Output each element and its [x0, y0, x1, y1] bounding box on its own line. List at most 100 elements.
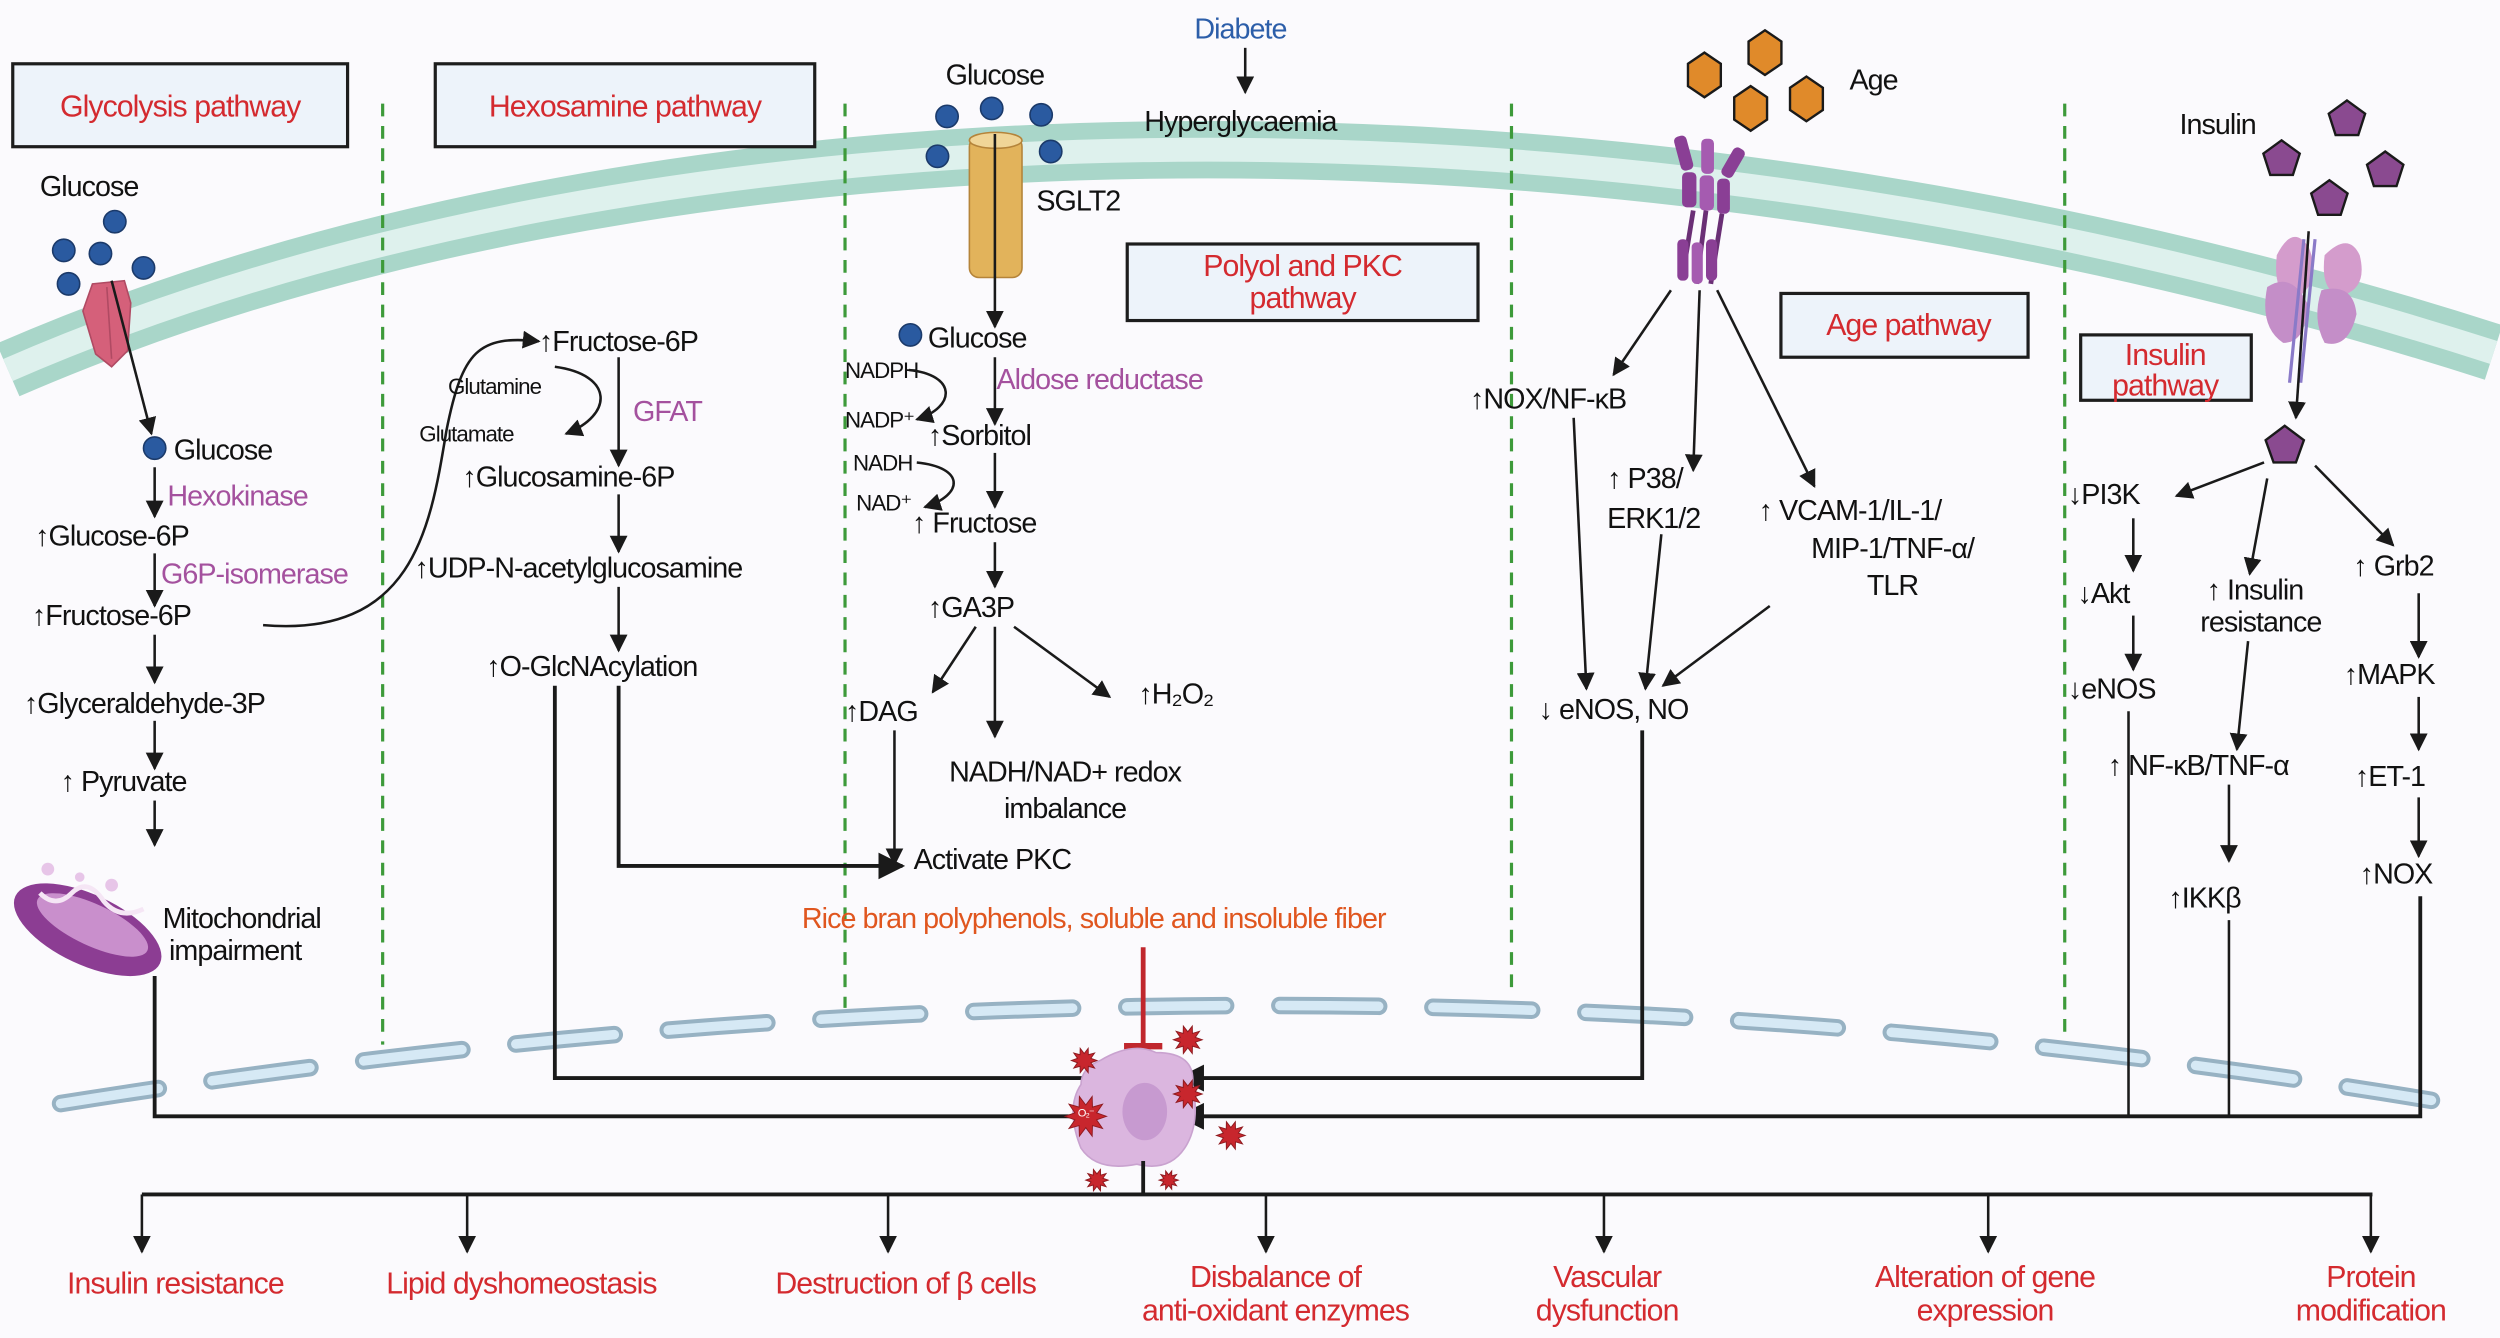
vcam-label-line3: TLR — [1867, 570, 1919, 602]
glucose-icon — [898, 322, 923, 347]
glycolysis-title: Glycolysis pathway — [60, 90, 302, 123]
connector-line — [1177, 896, 2423, 1130]
outcome-label-line1: Vascular — [1553, 1261, 1662, 1294]
polyol-title-line1: Polyol and PKC — [1203, 250, 1402, 283]
ros-star-icon — [1070, 1047, 1099, 1074]
glucose-outside-label: Glucose — [40, 171, 139, 203]
p38-label-line1: ↑ P38/ — [1607, 463, 1684, 495]
mitochondrial-label-line1: Mitochondrial — [163, 903, 321, 935]
connector-line — [152, 975, 1113, 1130]
arrow — [931, 626, 977, 694]
mapk-label: ↑MAPK — [2344, 659, 2436, 691]
nox-label: ↑NOX — [2360, 858, 2433, 890]
pyruvate-label: ↑ Pyruvate — [61, 766, 187, 798]
glutamate-label: Glutamate — [419, 422, 514, 447]
outcome-label-line1: Protein — [2326, 1261, 2415, 1294]
redox-label-line1: NADH/NAD+ redox — [949, 756, 1183, 788]
glucosamine-6p-label: ↑Glucosamine-6P — [462, 461, 674, 493]
ros-star-icon — [1215, 1120, 1247, 1151]
nad-label: NAD⁺ — [856, 490, 911, 515]
diabete-label: Diabete — [1194, 13, 1286, 45]
polyol-pathway-box: Polyol and PKC pathway — [1125, 242, 1480, 323]
age-pathway-box: Age pathway — [1779, 291, 2030, 359]
enos-no-label: ↓ eNOS, NO — [1539, 694, 1689, 726]
arrow — [908, 368, 947, 424]
rage-receptor-icon — [1674, 135, 1745, 285]
pi3k-label: ↓PI3K — [2068, 479, 2141, 511]
fructose-label: ↑ Fructose — [912, 508, 1036, 540]
hex-fructose-6p-label: ↑Fructose-6P — [539, 326, 698, 358]
ros-star-icon — [1172, 1078, 1204, 1110]
ros-label: O₂⁻ — [1078, 1107, 1095, 1119]
insulin-molecule-icon — [2365, 150, 2405, 188]
age-title: Age pathway — [1826, 309, 1992, 342]
insulin-molecule-icon — [2309, 178, 2349, 217]
arrow — [2174, 461, 2265, 499]
nox-nfkb-label: ↑NOX/NF-κB — [1470, 383, 1626, 415]
age-molecules-icon — [1686, 28, 1825, 133]
nuclear-membrane — [51, 996, 2441, 1113]
arrow — [2288, 231, 2310, 420]
insulin-title-line1: Insulin — [2125, 339, 2206, 372]
sorbitol-label: ↑Sorbitol — [928, 420, 1031, 452]
glucose-molecules-icon — [51, 209, 156, 296]
ros-stars — [1063, 1024, 1247, 1193]
age-label: Age — [1849, 64, 1897, 96]
et1-label: ↑ET-1 — [2355, 761, 2425, 793]
grb2-label: ↑ Grb2 — [2353, 551, 2433, 583]
arrow — [1612, 289, 1672, 377]
sglt2-label: SGLT2 — [1036, 186, 1120, 218]
age-molecule-icon — [1686, 51, 1723, 99]
hyperglycaemia-label: Hyperglycaemia — [1144, 106, 1337, 138]
arrow — [1638, 534, 1663, 691]
age-molecule-icon — [1733, 84, 1769, 133]
insulin-molecules-icon — [2261, 98, 2405, 217]
inhibition-icon — [1124, 947, 1163, 1050]
outcome-label-line2: dysfunction — [1536, 1294, 1679, 1327]
arrow — [2243, 478, 2269, 576]
connector-line — [552, 685, 1113, 1092]
insulin-molecule-icon — [2327, 98, 2367, 137]
connector-line — [1177, 730, 1645, 1092]
ros-star-icon — [1084, 1168, 1110, 1193]
insulin-pathway-box: Insulin pathway — [2079, 333, 2253, 403]
gfat-label: GFAT — [633, 396, 702, 428]
glucose-6p-label: ↑Glucose-6P — [35, 520, 189, 552]
arrow — [1661, 604, 1771, 687]
arrow — [1716, 289, 1816, 489]
vcam-label-line1: ↑ VCAM-1/IL-1/ — [1759, 495, 1943, 527]
glyceraldehyde-3p-label: ↑Glyceraldehyde-3P — [24, 688, 265, 720]
age-molecule-icon — [1788, 75, 1825, 123]
insulin-label: Insulin — [2180, 109, 2256, 141]
nadph-label: NADPH — [845, 358, 918, 383]
nadh-label: NADH — [853, 450, 912, 475]
arrow — [1684, 290, 1703, 473]
aldose-reductase-label: Aldose reductase — [996, 364, 1202, 396]
insulin-receptor-icon — [2265, 236, 2362, 383]
insulin-title-line2: pathway — [2112, 369, 2220, 402]
h2o2-label: ↑H₂O₂ — [1138, 678, 1213, 710]
nadp-label: NADP⁺ — [845, 407, 914, 432]
arrow — [916, 461, 955, 511]
outcome-label-line1: Lipid dyshomeostasis — [386, 1267, 657, 1300]
arrow — [1572, 417, 1595, 691]
dag-label: ↑DAG — [845, 696, 918, 728]
connector-line — [616, 685, 906, 880]
hexosamine-pathway-box: Hexosamine pathway — [433, 62, 817, 149]
cell-membrane — [0, 121, 2500, 397]
glutamine-label: Glutamine — [448, 374, 542, 399]
insulin-molecule-icon — [2264, 424, 2306, 464]
arrow — [262, 330, 541, 628]
glucose-transporter-icon — [82, 279, 132, 368]
redox-label-line2: imbalance — [1004, 793, 1126, 825]
glucose-top-label: Glucose — [946, 60, 1045, 92]
akt-label: ↓Akt — [2077, 578, 2130, 610]
fructose-6p-label: ↑Fructose-6P — [32, 600, 191, 632]
age-molecule-icon — [1747, 28, 1783, 77]
mitochondrion-icon — [13, 862, 162, 977]
hexosamine-title: Hexosamine pathway — [489, 90, 763, 123]
glucose-molecules-icon — [925, 96, 1063, 169]
intervention-label: Rice bran polyphenols, soluble and insol… — [802, 903, 1387, 935]
glucose-icon — [142, 436, 167, 461]
arrow — [110, 280, 157, 436]
